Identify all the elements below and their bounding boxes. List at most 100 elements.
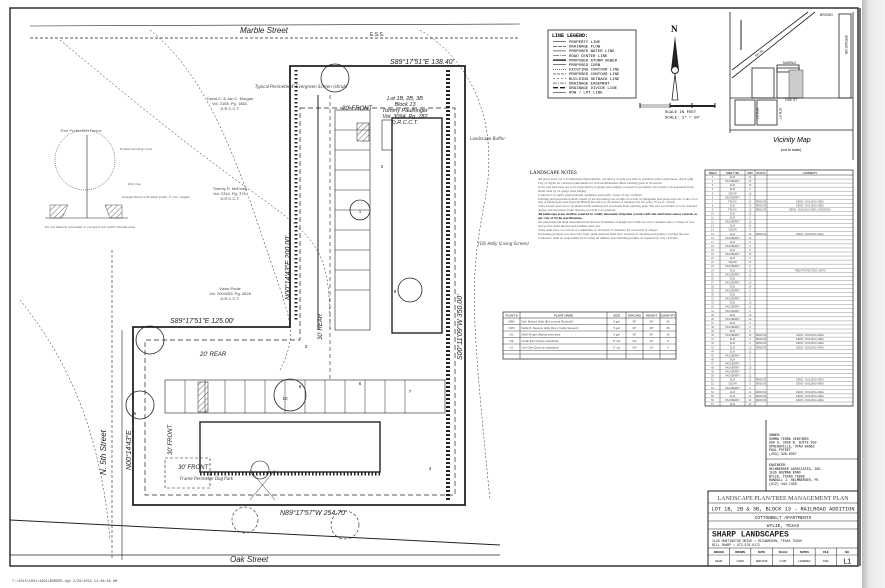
tree-table-cell: 37 (711, 322, 714, 325)
tree-table-cell: HACKBERRY (725, 265, 740, 268)
tree-table-cell: 19 (711, 249, 714, 252)
tree-table-cell: 6 (749, 358, 751, 361)
tree-table-cell: 2 (712, 180, 714, 183)
tree-table-cell: 8 (749, 322, 751, 325)
tree-table-cell: 8 (749, 342, 751, 345)
tree-table-cell: DEMO - BUILDING AREA (796, 338, 824, 341)
vicinity-street-label: BROWN (820, 13, 833, 17)
setback-rear-right: 30' REAR (318, 313, 324, 340)
tree-table-cell: 27 (711, 281, 714, 284)
plant-table-cell: 16 (666, 333, 670, 337)
tree-table-cell: REMOVE (756, 204, 767, 207)
tree-table-cell: DEMO - BUILDING AREA (796, 334, 824, 337)
bearing-bottom: N89°17'57"W 254.70' (280, 509, 347, 517)
tree-number-label: 4 (429, 466, 432, 471)
tree-table-cell: HACKBERRY (725, 306, 740, 309)
tree-table-cell: REMOVE (756, 342, 767, 345)
tree-number-label: 10 (282, 396, 288, 401)
tree-table-cell: 12 (749, 391, 752, 394)
landscape-notes-list: All grass areas are to be Bermuda Hydrom… (530, 178, 698, 241)
plant-table-cell: LO (510, 346, 515, 350)
tree-table-cell: 30 (711, 294, 714, 297)
tree-table-cell: 8 (749, 188, 751, 191)
site-plan (9, 23, 521, 560)
contour-line (149, 29, 291, 371)
tree-table-cell: DEMO - BUILDING AREA (796, 379, 824, 382)
tree-table-cell: HACKBERRY (725, 371, 740, 374)
tree-table-cell: REMOVE (756, 200, 767, 203)
firm-address: 1129 HUNTINGTON DRIVE • RICHARDSON, TEXA… (712, 539, 802, 543)
tree-table-cell: 16 (749, 192, 752, 195)
tree-detail-label: Protect existing roots (120, 147, 153, 151)
plan-callout: (16) Holly (Living Screen) (478, 241, 529, 246)
tree-table-cell: DEMO - BUILDING AREA (796, 399, 824, 402)
plant-table-cell: 4 (667, 346, 669, 350)
title-cell-label: DRAWN (735, 550, 745, 554)
tree-table-cell: 14 (749, 225, 752, 228)
tree-table-cell: REMOVE (756, 379, 767, 382)
tree-table-cell: 13 (711, 225, 714, 228)
engineer-line: 1525 BOZMAN ROAD (769, 471, 801, 475)
tree-table-cell: 8 (749, 241, 751, 244)
tree-table-cell: 53 (711, 387, 714, 390)
tree-table-cell: DEMO - BUILDING AREA (796, 391, 824, 394)
tree-table-cell: ELM (730, 213, 735, 216)
tree-table-cell: 7 (712, 200, 714, 203)
plant-table-cell: NA (633, 339, 637, 343)
landscape-note: Planting bed preparation shall consist o… (538, 197, 698, 206)
tree-table-cell: ELM (730, 225, 735, 228)
tree-table-cell: 14 (749, 285, 752, 288)
scale-bar (639, 103, 716, 108)
tree-table-cell: 21 (711, 257, 714, 260)
contour-line (59, 39, 331, 331)
lot-description: LOT 1B, 2B & 3B, BLOCK 13 - RAILROAD ADD… (711, 507, 854, 513)
neighbor-owner-label-line: D.R.C.C.T. (220, 296, 239, 301)
street-label-marble: Marble Street (240, 26, 289, 35)
neighbor-owner-label-line: Vol. 3158, Pg. 1882, (212, 101, 248, 106)
plant-table-cell: SG (509, 333, 513, 337)
tree-table-header: COMMENTS (803, 172, 817, 175)
firm-name: SHARP LANDSCAPES (712, 530, 789, 539)
north-label: N (671, 24, 678, 34)
plan-callout: Frame Perimeter Dog Park (180, 476, 234, 481)
tree-table-cell: ELM (730, 204, 735, 207)
line-legend-box (547, 29, 637, 99)
legend-item-8: PROPOSED CONTOUR LINE (569, 73, 620, 77)
tree-symbol (135, 325, 165, 355)
tree-table-header: TREE TYPE (726, 172, 740, 175)
tree-table-cell: 8 (749, 330, 751, 333)
bearing-top: S89°17'51"E 138.40' (390, 58, 455, 66)
title-cell-value: 1601 (823, 559, 829, 563)
cross-mark (249, 469, 276, 501)
plant-table-header: PLANT NAME (554, 314, 573, 318)
tree-symbol (320, 63, 350, 93)
tree-table-cell: 14 (749, 395, 752, 398)
tree-table-cell: 8 (749, 229, 751, 232)
tree-table-cell: 8 (749, 338, 751, 341)
tree-detail-label: Do not disturb, excavate or compact soil… (45, 225, 135, 229)
tree-table-cell: 12 (749, 273, 752, 276)
plant-table-cell: DBH (509, 320, 515, 324)
vicinity-street-label: MARBLE (783, 61, 797, 65)
setback-front-lower: 30' FRONT (168, 424, 174, 455)
owner-line: SPRINGVILLE, UTAH 84663 (769, 444, 815, 448)
tree-table-cell: CEDAR (728, 229, 737, 232)
tree-table-cell: 34 (711, 310, 714, 313)
tree-table-cell: ELM (730, 358, 735, 361)
vicinity-street-label: 6TH ST (778, 108, 782, 119)
vicinity-map-title: Vicinity Map (773, 137, 811, 144)
tree-table-cell: 14 (711, 229, 714, 232)
tree-table-cell: ELM (730, 338, 735, 341)
tree-table-cell: 24 (711, 269, 714, 272)
tree-table-cell: HACKBERRY (725, 180, 740, 183)
tree-table-cell: ELM (730, 346, 735, 349)
tree-table-header: TREE # (708, 172, 717, 175)
tree-table-cell: ELM (730, 285, 735, 288)
tree-table-cell: HACKBERRY (725, 253, 740, 256)
tree-table-cell: 29 (711, 290, 714, 293)
tree-table-cell: ELM (730, 257, 735, 260)
